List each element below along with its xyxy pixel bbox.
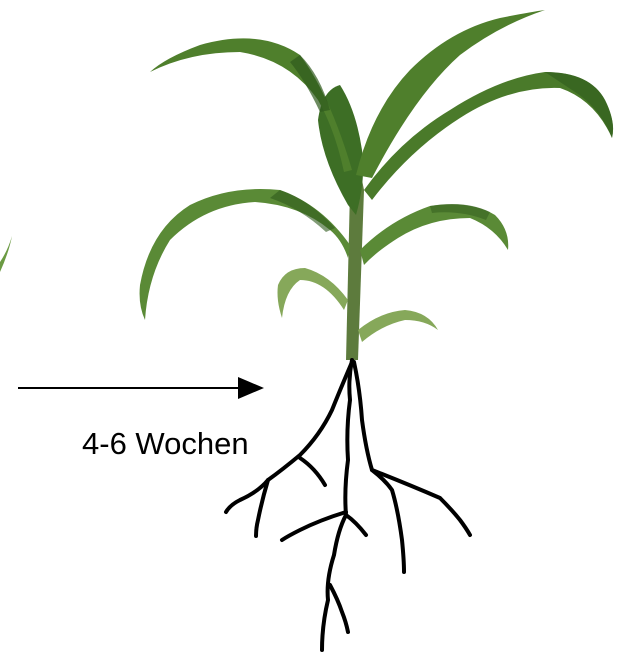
- arrow-head: [238, 377, 264, 399]
- upper-left-leaf-shade: [290, 55, 330, 112]
- partial-leaf-edge: [0, 236, 12, 272]
- left-middle-leaf-shade: [270, 190, 335, 232]
- roots: [226, 360, 470, 650]
- lower-right-leaf: [358, 310, 438, 342]
- root-center-twig: [346, 515, 366, 535]
- upper-right-leaf: [356, 10, 545, 178]
- left-middle-leaf: [140, 189, 350, 320]
- root-lower-branch: [330, 585, 348, 632]
- maize-seedling: [140, 10, 614, 360]
- root-right: [354, 362, 404, 572]
- age-label: 4-6 Wochen: [80, 424, 251, 464]
- arrow: [18, 377, 264, 399]
- root-right-branch: [372, 470, 470, 535]
- root-main: [322, 360, 352, 650]
- lower-left-leaf: [278, 268, 349, 318]
- root-left-twig: [300, 458, 325, 485]
